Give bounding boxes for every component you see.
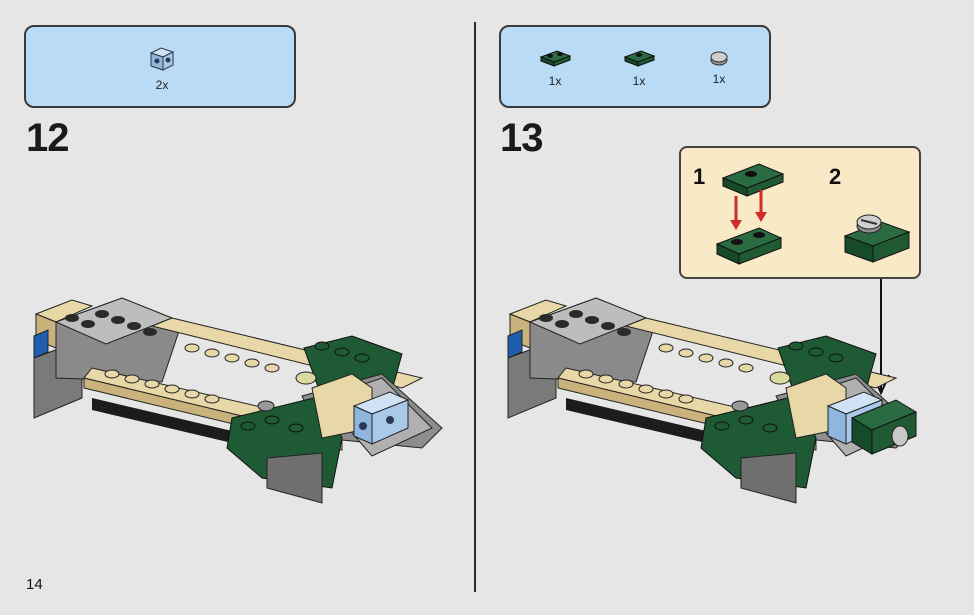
gray-round-tile-icon	[710, 51, 728, 66]
page-number: 14	[26, 576, 43, 593]
part-item: 1x	[619, 47, 659, 88]
green-plate-1x2-icon	[623, 50, 656, 67]
sub-step-number-1: 1	[693, 164, 706, 189]
sub-assembly-callout: 1 2	[679, 146, 921, 279]
step-number-12: 12	[26, 116, 69, 160]
step-13-model-illustration	[507, 297, 918, 504]
step-number-13: 13	[500, 116, 543, 160]
part-count: 2x	[155, 78, 169, 92]
part-count: 1x	[548, 74, 562, 88]
page-divider	[474, 22, 476, 592]
step-12-model-illustration	[33, 297, 443, 504]
parts-list-step-13: 1x 1x 1x	[499, 25, 771, 108]
green-plate-1x2-icon	[539, 50, 572, 67]
part-count: 1x	[712, 72, 726, 86]
part-item: 2x	[144, 45, 180, 92]
sub-step-number-2: 2	[829, 164, 842, 189]
part-item: 1x	[704, 49, 734, 86]
light-blue-brick-icon	[149, 47, 175, 71]
plate-stacking-illustration	[715, 163, 785, 265]
parts-list-step-12: 2x	[24, 25, 296, 108]
part-count: 1x	[632, 74, 646, 88]
part-item: 1x	[535, 47, 575, 88]
completed-sub-assembly-illustration	[843, 214, 911, 263]
